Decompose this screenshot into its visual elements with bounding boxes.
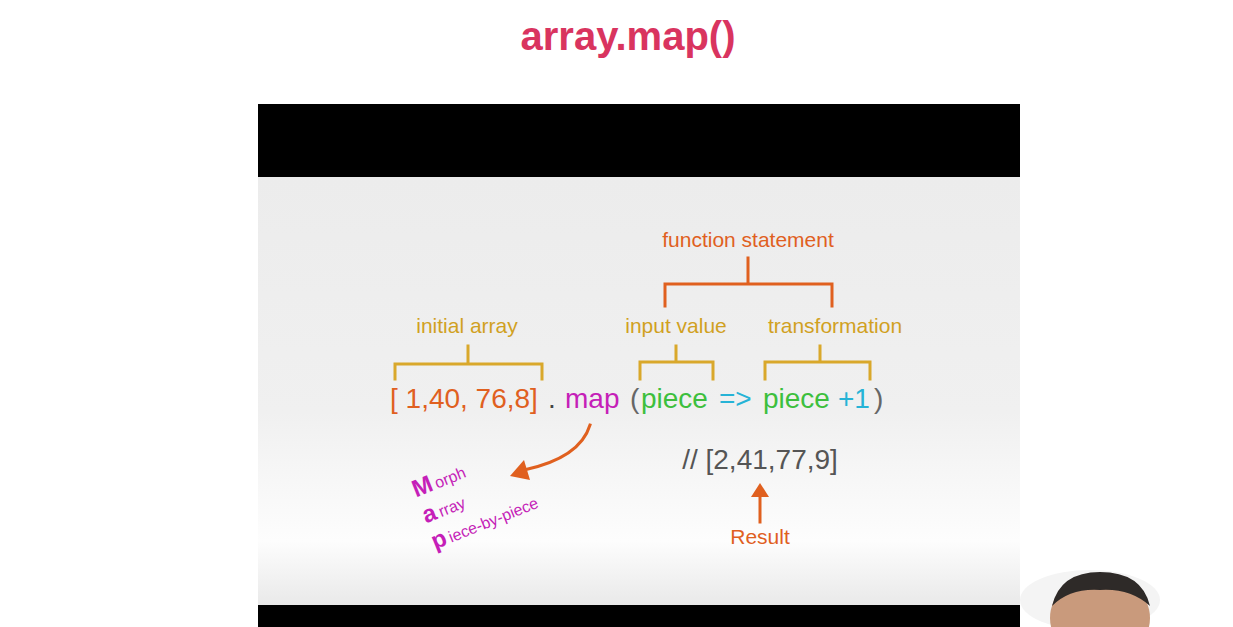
curved-arrow-head	[510, 460, 530, 480]
annotation-label: initial array	[416, 313, 518, 338]
result-code: // [2,41,77,9]	[682, 443, 838, 477]
code-param: piece	[763, 382, 830, 416]
code-paren: (	[630, 382, 639, 416]
annotation-label: Result	[730, 524, 790, 549]
initial-array-bracket	[395, 346, 542, 379]
annotation-label: transformation	[768, 313, 902, 338]
result-arrow-line	[759, 494, 762, 522]
code-paren: )	[874, 382, 883, 416]
annotation-label: input value	[625, 313, 727, 338]
transformation-bracket	[765, 346, 870, 379]
video-top-bar	[258, 104, 1020, 177]
function-bracket	[665, 258, 832, 306]
code-arrow: =>	[719, 382, 752, 416]
annotation-label: function statement	[662, 227, 834, 252]
code-param: piece	[641, 382, 708, 416]
curved-arrow	[524, 425, 590, 470]
result-arrow-head	[751, 483, 769, 497]
code-array: [ 1,40, 76,8]	[390, 382, 538, 416]
input-value-bracket	[640, 346, 713, 379]
presenter-figure	[1020, 570, 1160, 627]
code-method: map	[565, 382, 619, 416]
code-dot: .	[548, 382, 556, 416]
code-operator: +1	[838, 382, 870, 416]
slide-title: array.map()	[521, 12, 736, 60]
video-bottom-bar	[258, 605, 1020, 627]
